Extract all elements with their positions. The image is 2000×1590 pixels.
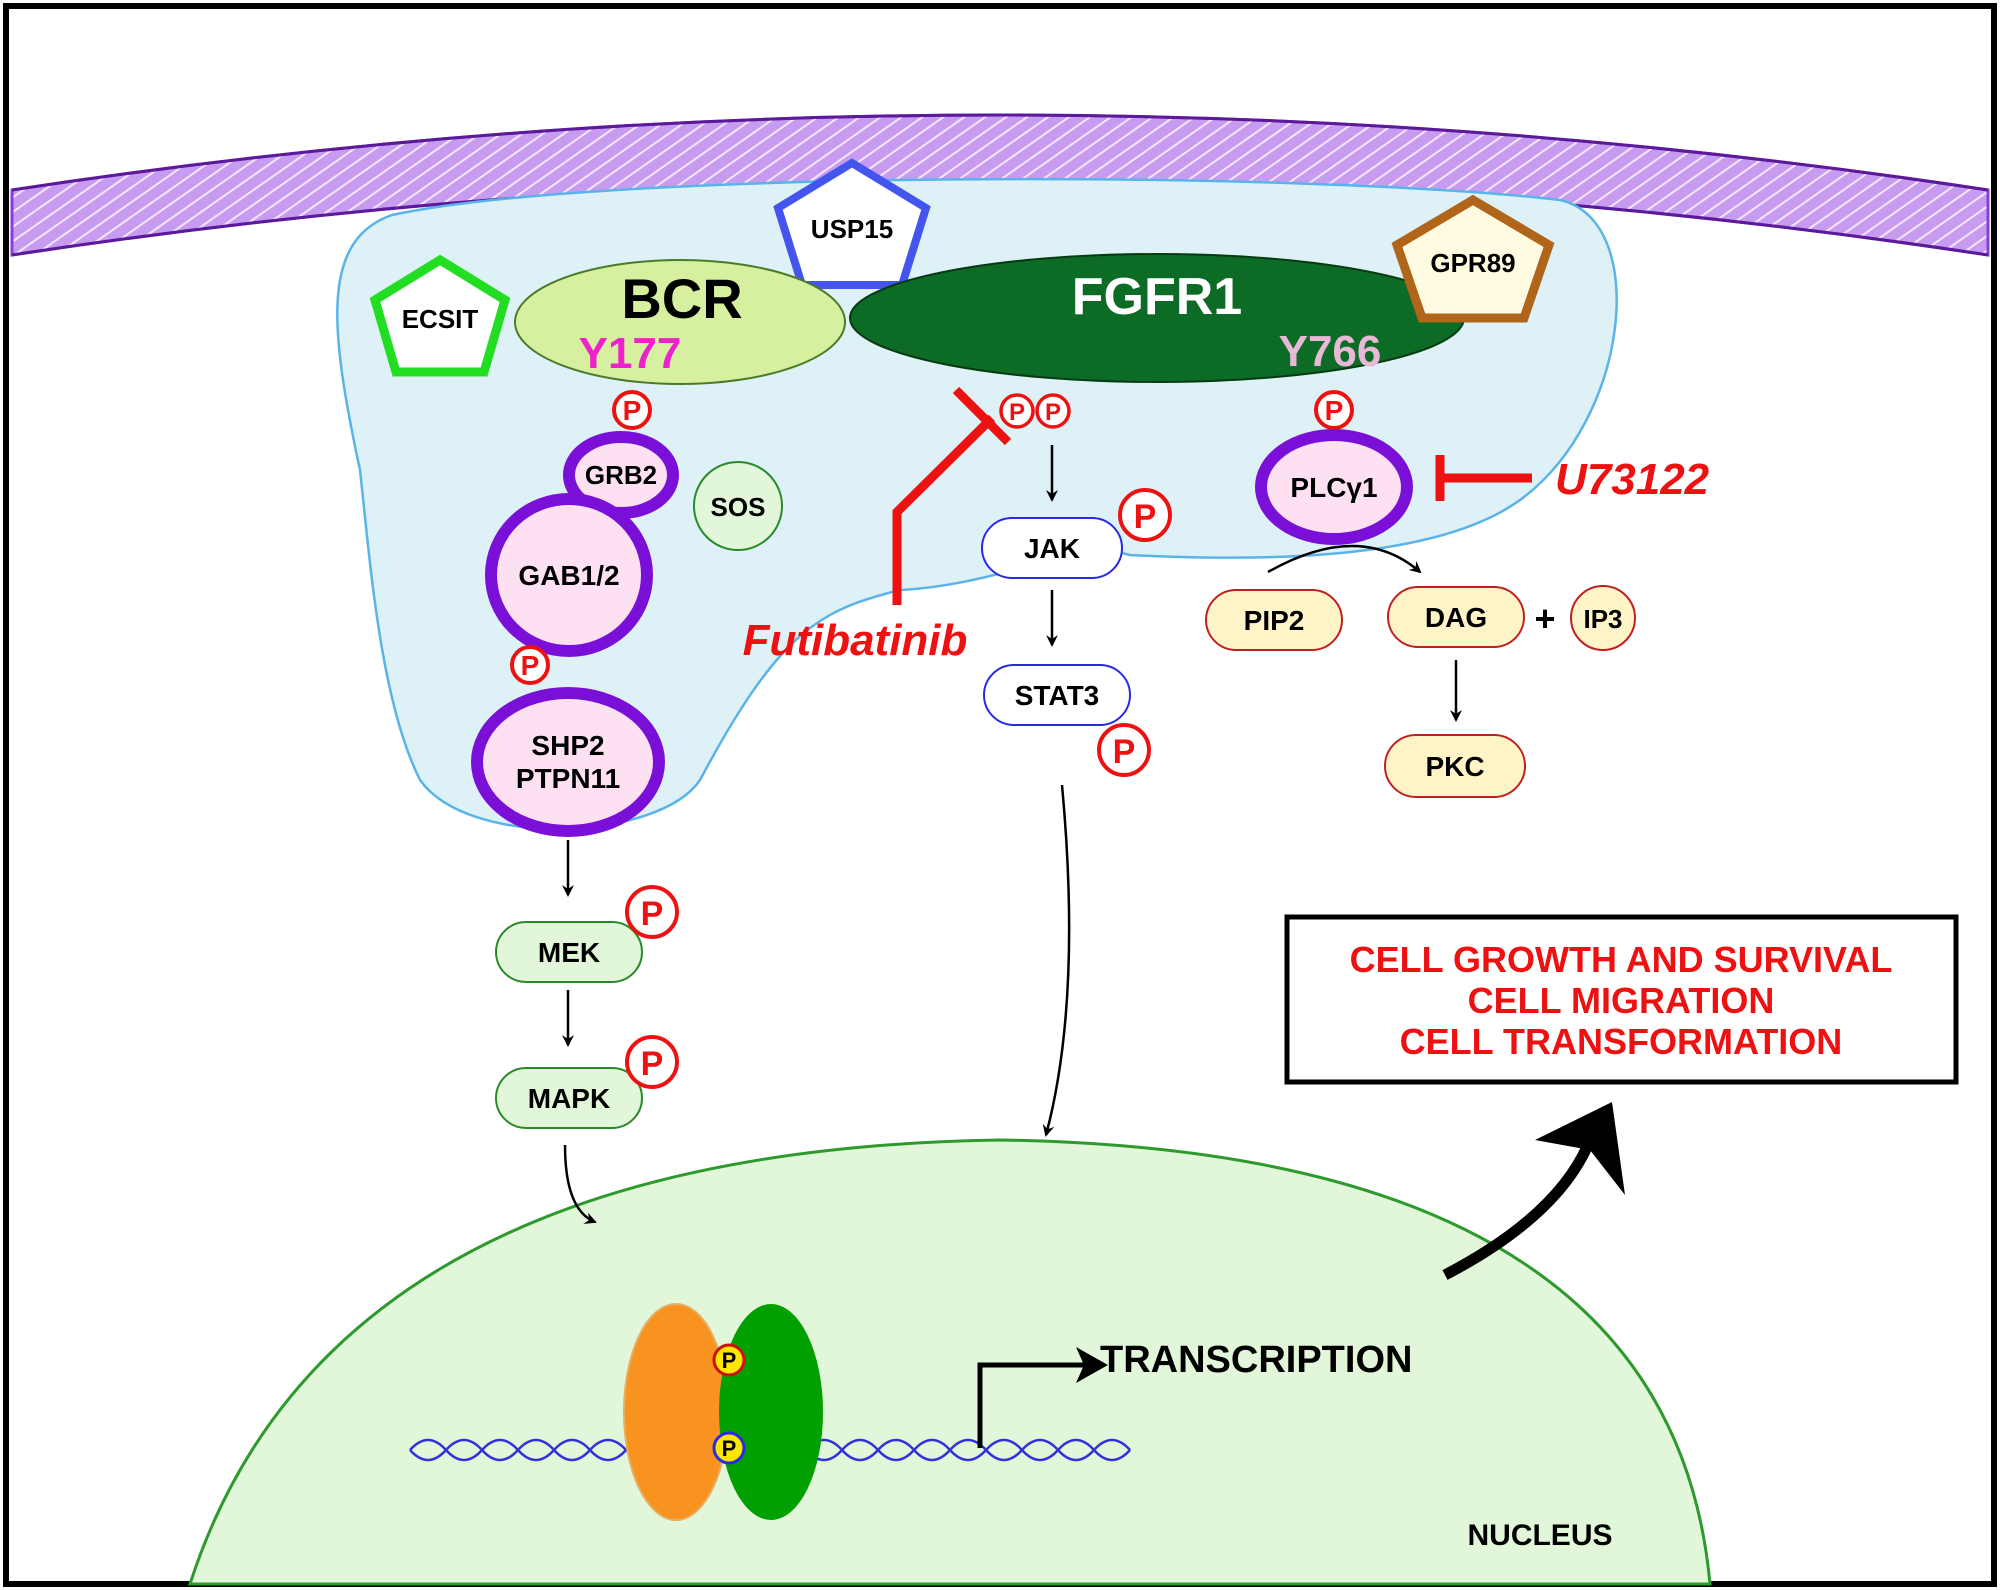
arrow-stat3-to-nucleus — [1042, 784, 1071, 1137]
mek-label: MEK — [538, 937, 600, 968]
transcription-label: TRANSCRIPTION — [1100, 1339, 1412, 1381]
phospho-mapk: P — [625, 1035, 679, 1089]
phospho-fgfr1-a: P — [999, 393, 1035, 429]
jak-label: JAK — [1024, 533, 1080, 564]
phospho-gab-label: P — [521, 650, 540, 681]
gab12-protein: GAB1/2 — [485, 493, 653, 657]
pip2-molecule: PIP2 — [1205, 589, 1343, 651]
phospho-stat3-label: P — [1113, 733, 1136, 771]
arrow-mapk-to-nucleus — [563, 1144, 597, 1224]
outcome-arrow — [1442, 1137, 1596, 1280]
phospho-fgfr1-b-label: P — [1045, 399, 1061, 426]
futibatinib-inhibition-bar — [952, 386, 1012, 446]
ip3-label: IP3 — [1583, 604, 1622, 634]
phospho-stat3: P — [1097, 723, 1151, 777]
phospho-bcr-y177: P — [612, 390, 652, 430]
ecsit-protein: ECSIT — [369, 254, 511, 377]
phospho-mapk-label: P — [641, 1045, 664, 1083]
phospho-mek-label: P — [641, 895, 664, 933]
plcg1-protein: PLCγ1 — [1255, 429, 1413, 545]
jak-protein: JAK — [981, 517, 1123, 579]
outcome-box: CELL GROWTH AND SURVIVAL CELL MIGRATION … — [1284, 914, 1959, 1085]
arrow-pip2-to-dag — [1267, 544, 1422, 574]
phospho-jak-label: P — [1134, 498, 1157, 536]
outcome-arrowhead — [1535, 1102, 1625, 1195]
ip3-molecule: IP3 — [1570, 585, 1636, 651]
phospho-mek: P — [625, 885, 679, 939]
tf-phospho-upper-label: P — [722, 1348, 737, 1373]
plcg1-label: PLCγ1 — [1290, 472, 1377, 503]
gab12-label: GAB1/2 — [518, 560, 619, 591]
gpr89-protein: GPR89 — [1391, 194, 1555, 323]
futibatinib-inhibition-line — [892, 414, 996, 605]
ptpn11-label: PTPN11 — [516, 763, 620, 794]
sos-protein: SOS — [693, 461, 783, 551]
phospho-bcr-y177-label: P — [623, 395, 642, 426]
tf-phospho-lower: P — [712, 1431, 746, 1465]
dag-molecule: DAG — [1387, 586, 1525, 648]
bcr-y177-site: Y177 — [579, 329, 682, 378]
fgfr1-y766-site: Y766 — [1279, 327, 1382, 376]
stat3-label: STAT3 — [1015, 680, 1100, 711]
stat3-protein: STAT3 — [983, 664, 1131, 726]
shp2-protein: SHP2 PTPN11 — [471, 687, 665, 837]
mapk-label: MAPK — [528, 1083, 610, 1114]
phospho-gab: P — [510, 645, 550, 685]
outcome-line-3: CELL TRANSFORMATION — [1400, 1021, 1843, 1062]
pip2-label: PIP2 — [1244, 605, 1305, 636]
nucleus-label: NUCLEUS — [1467, 1519, 1612, 1552]
bcr-protein: BCR Y177 — [514, 259, 846, 385]
fgfr1-protein: FGFR1 Y766 — [849, 253, 1465, 383]
phospho-fgfr1-y766: P — [1314, 390, 1354, 430]
tf-phospho-lower-label: P — [722, 1436, 737, 1461]
phospho-fgfr1-y766-label: P — [1325, 395, 1344, 426]
pkc-protein: PKC — [1384, 734, 1526, 798]
membrane-edge-top — [11, 113, 1989, 192]
fgfr1-label: FGFR1 — [1072, 268, 1242, 326]
sos-label: SOS — [711, 492, 766, 522]
dag-label: DAG — [1425, 602, 1487, 633]
mapk-protein: MAPK — [495, 1067, 643, 1129]
transcription-arrowhead — [1076, 1347, 1108, 1383]
shp2-label: SHP2 — [531, 730, 604, 761]
phospho-jak: P — [1118, 488, 1172, 542]
plus-sign: + — [1534, 598, 1555, 639]
nucleus — [187, 1138, 1712, 1586]
transcription-factor-orange — [623, 1303, 729, 1521]
phospho-fgfr1-a-label: P — [1009, 399, 1025, 426]
bcr-label: BCR — [621, 267, 742, 330]
phospho-fgfr1-b: P — [1035, 393, 1071, 429]
usp15-protein: USP15 — [773, 158, 931, 289]
grb2-protein: GRB2 — [563, 431, 679, 519]
gpr89-label: GPR89 — [1430, 248, 1515, 278]
transcription-factor-green — [719, 1304, 823, 1520]
ecsit-label: ECSIT — [402, 304, 479, 334]
outcome-line-2: CELL MIGRATION — [1468, 980, 1775, 1021]
mek-protein: MEK — [495, 921, 643, 983]
pkc-label: PKC — [1425, 751, 1484, 782]
tf-phospho-upper: P — [712, 1343, 746, 1377]
grb2-label: GRB2 — [585, 460, 657, 490]
usp15-label: USP15 — [811, 214, 893, 244]
futibatinib-label: Futibatinib — [743, 616, 968, 665]
u73122-label: U73122 — [1555, 455, 1710, 504]
outcome-line-1: CELL GROWTH AND SURVIVAL — [1350, 939, 1893, 980]
transcription-start-arrow — [977, 1362, 1085, 1448]
